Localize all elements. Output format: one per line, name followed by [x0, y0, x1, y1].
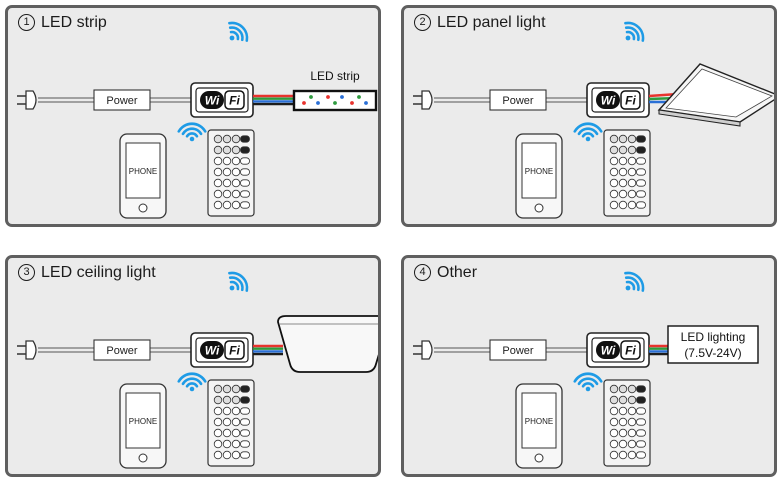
plug-icon: [17, 90, 37, 110]
connection-diagram: Power Wi Fi PHONE: [17, 271, 378, 469]
panel-title: 1 LED strip: [18, 14, 107, 33]
svg-text:Wi: Wi: [601, 94, 616, 108]
wifi-controller-icon: Wi Fi: [190, 82, 254, 118]
rgb-output-wires: [253, 94, 296, 106]
connection-diagram: Power Wi Fi LED strip PHONE: [17, 21, 378, 219]
led-strip: [292, 89, 378, 112]
wifi-signal-icon: [228, 271, 249, 292]
remote-control-icon: [207, 379, 255, 467]
led-ceiling-light: [277, 315, 378, 373]
panel-title-text: LED ceiling light: [41, 264, 156, 281]
wifi-signal-icon: [624, 21, 645, 42]
phone-label: PHONE: [525, 167, 553, 176]
panel-title-text: LED panel light: [437, 14, 546, 31]
wifi-signal-icon: [228, 21, 249, 42]
panel-number-badge: 2: [414, 14, 431, 31]
svg-text:Wi: Wi: [205, 344, 220, 358]
rgb-output-wires: [253, 344, 283, 356]
power-adapter: Power: [489, 89, 547, 111]
led-panel-light: [657, 63, 774, 127]
svg-text:Power: Power: [502, 95, 534, 107]
phone-icon: PHONE: [119, 383, 167, 469]
svg-text:Power: Power: [502, 345, 534, 357]
svg-text:Fi: Fi: [229, 94, 240, 108]
power-adapter: Power: [93, 89, 151, 111]
load-label: LED lighting: [681, 330, 746, 344]
phone-icon: PHONE: [119, 133, 167, 219]
wifi-signal-icon: [573, 122, 603, 142]
connection-diagram: Power Wi Fi LED lighting (7.5V-24V) PHON…: [413, 271, 759, 469]
remote-control-icon: [603, 379, 651, 467]
panel-title: 4 Other: [414, 264, 477, 283]
power-adapter: Power: [93, 339, 151, 361]
svg-text:Wi: Wi: [205, 94, 220, 108]
phone-icon: PHONE: [515, 383, 563, 469]
svg-text:Fi: Fi: [229, 344, 240, 358]
svg-text:Wi: Wi: [601, 344, 616, 358]
panel-title: 2 LED panel light: [414, 14, 546, 33]
wifi-signal-icon: [624, 271, 645, 292]
load-label: (7.5V-24V): [684, 346, 741, 360]
svg-text:Power: Power: [106, 95, 138, 107]
phone-label: PHONE: [129, 417, 157, 426]
power-adapter: Power: [489, 339, 547, 361]
wifi-signal-icon: [573, 372, 603, 392]
panel-other: 4 Other Power Wi Fi LED lighting (7.5V-24…: [401, 255, 777, 477]
wifi-controller-icon: Wi Fi: [586, 332, 650, 368]
remote-control-icon: [603, 129, 651, 217]
panel-number-badge: 4: [414, 264, 431, 281]
phone-icon: PHONE: [515, 133, 563, 219]
rgb-output-wires: [649, 344, 670, 356]
remote-control-icon: [207, 129, 255, 217]
load-label: LED strip: [310, 69, 360, 83]
panel-number-badge: 3: [18, 264, 35, 281]
plug-icon: [413, 90, 433, 110]
panel-number-badge: 1: [18, 14, 35, 31]
connection-diagram: Power Wi Fi PHO: [413, 21, 774, 219]
wifi-controller-icon: Wi Fi: [190, 332, 254, 368]
panel-led-ceiling-light: 3 LED ceiling light Power Wi Fi PHONE: [5, 255, 381, 477]
wifi-signal-icon: [177, 372, 207, 392]
svg-text:Fi: Fi: [625, 344, 636, 358]
wifi-controller-icon: Wi Fi: [586, 82, 650, 118]
svg-text:Fi: Fi: [625, 94, 636, 108]
phone-label: PHONE: [525, 417, 553, 426]
led-lighting-box: LED lighting (7.5V-24V): [667, 325, 759, 364]
plug-icon: [17, 340, 37, 360]
phone-label: PHONE: [129, 167, 157, 176]
plug-icon: [413, 340, 433, 360]
panel-title-text: Other: [437, 264, 478, 281]
panel-led-panel-light: 2 LED panel light Power Wi Fi: [401, 5, 777, 227]
svg-text:Power: Power: [106, 345, 138, 357]
panel-title-text: LED strip: [41, 14, 107, 31]
wifi-signal-icon: [177, 122, 207, 142]
panel-title: 3 LED ceiling light: [18, 264, 156, 283]
